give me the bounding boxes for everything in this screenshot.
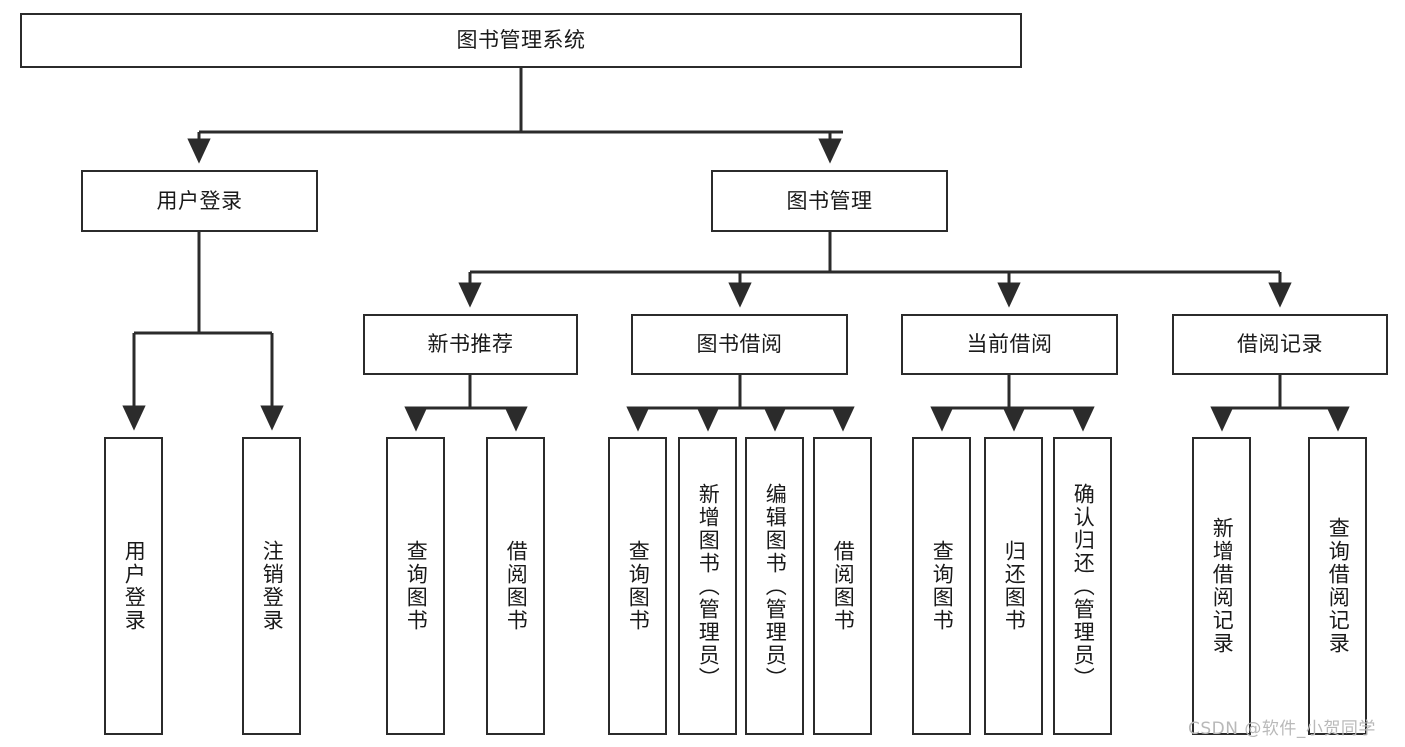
node-leaf-user-logout[interactable]: 注销登录 bbox=[242, 437, 301, 735]
node-leaf-borrow-book-rec[interactable]: 借阅图书 bbox=[486, 437, 545, 735]
node-leaf-query-book-borrow-label: 查询图书 bbox=[626, 540, 651, 632]
node-leaf-query-book-rec[interactable]: 查询图书 bbox=[386, 437, 445, 735]
node-borrow-record[interactable]: 借阅记录 bbox=[1172, 314, 1388, 375]
node-book-manage-label: 图书管理 bbox=[786, 188, 873, 213]
node-leaf-add-borrow-record-label: 新增借阅记录 bbox=[1210, 517, 1235, 655]
node-current-borrow-label: 当前借阅 bbox=[966, 332, 1053, 357]
node-root-label: 图书管理系统 bbox=[456, 28, 586, 53]
node-borrow-record-label: 借阅记录 bbox=[1237, 332, 1323, 357]
node-book-manage[interactable]: 图书管理 bbox=[711, 170, 948, 232]
node-current-borrow[interactable]: 当前借阅 bbox=[901, 314, 1118, 375]
node-leaf-confirm-return-admin[interactable]: 确认归还（管理员） bbox=[1053, 437, 1112, 735]
node-leaf-borrow-book[interactable]: 借阅图书 bbox=[813, 437, 872, 735]
node-leaf-add-book-admin-label: 新增图书（管理员） bbox=[696, 482, 721, 690]
node-root[interactable]: 图书管理系统 bbox=[20, 13, 1022, 68]
node-user-login[interactable]: 用户登录 bbox=[81, 170, 318, 232]
node-leaf-add-borrow-record[interactable]: 新增借阅记录 bbox=[1192, 437, 1251, 735]
node-leaf-confirm-return-admin-label: 确认归还（管理员） bbox=[1071, 482, 1096, 690]
node-leaf-edit-book-admin[interactable]: 编辑图书（管理员） bbox=[745, 437, 804, 735]
node-leaf-query-borrow-record[interactable]: 查询借阅记录 bbox=[1308, 437, 1367, 735]
node-leaf-add-book-admin[interactable]: 新增图书（管理员） bbox=[678, 437, 737, 735]
node-leaf-query-book-rec-label: 查询图书 bbox=[404, 540, 429, 632]
node-leaf-query-book-borrow[interactable]: 查询图书 bbox=[608, 437, 667, 735]
node-leaf-query-book-current[interactable]: 查询图书 bbox=[912, 437, 971, 735]
node-leaf-user-login-label: 用户登录 bbox=[122, 540, 147, 632]
node-leaf-query-borrow-record-label: 查询借阅记录 bbox=[1326, 517, 1351, 655]
node-new-book-recommend-label: 新书推荐 bbox=[427, 332, 514, 357]
node-leaf-user-logout-label: 注销登录 bbox=[260, 540, 285, 632]
node-user-login-label: 用户登录 bbox=[156, 188, 243, 213]
node-leaf-query-book-current-label: 查询图书 bbox=[930, 540, 955, 632]
node-leaf-user-login[interactable]: 用户登录 bbox=[104, 437, 163, 735]
node-book-borrow[interactable]: 图书借阅 bbox=[631, 314, 848, 375]
node-new-book-recommend[interactable]: 新书推荐 bbox=[363, 314, 578, 375]
node-leaf-return-book-label: 归还图书 bbox=[1002, 540, 1027, 632]
node-book-borrow-label: 图书借阅 bbox=[696, 332, 783, 357]
node-leaf-return-book[interactable]: 归还图书 bbox=[984, 437, 1043, 735]
node-leaf-borrow-book-label: 借阅图书 bbox=[831, 540, 856, 632]
node-leaf-edit-book-admin-label: 编辑图书（管理员） bbox=[763, 482, 788, 690]
node-leaf-borrow-book-rec-label: 借阅图书 bbox=[504, 540, 529, 632]
